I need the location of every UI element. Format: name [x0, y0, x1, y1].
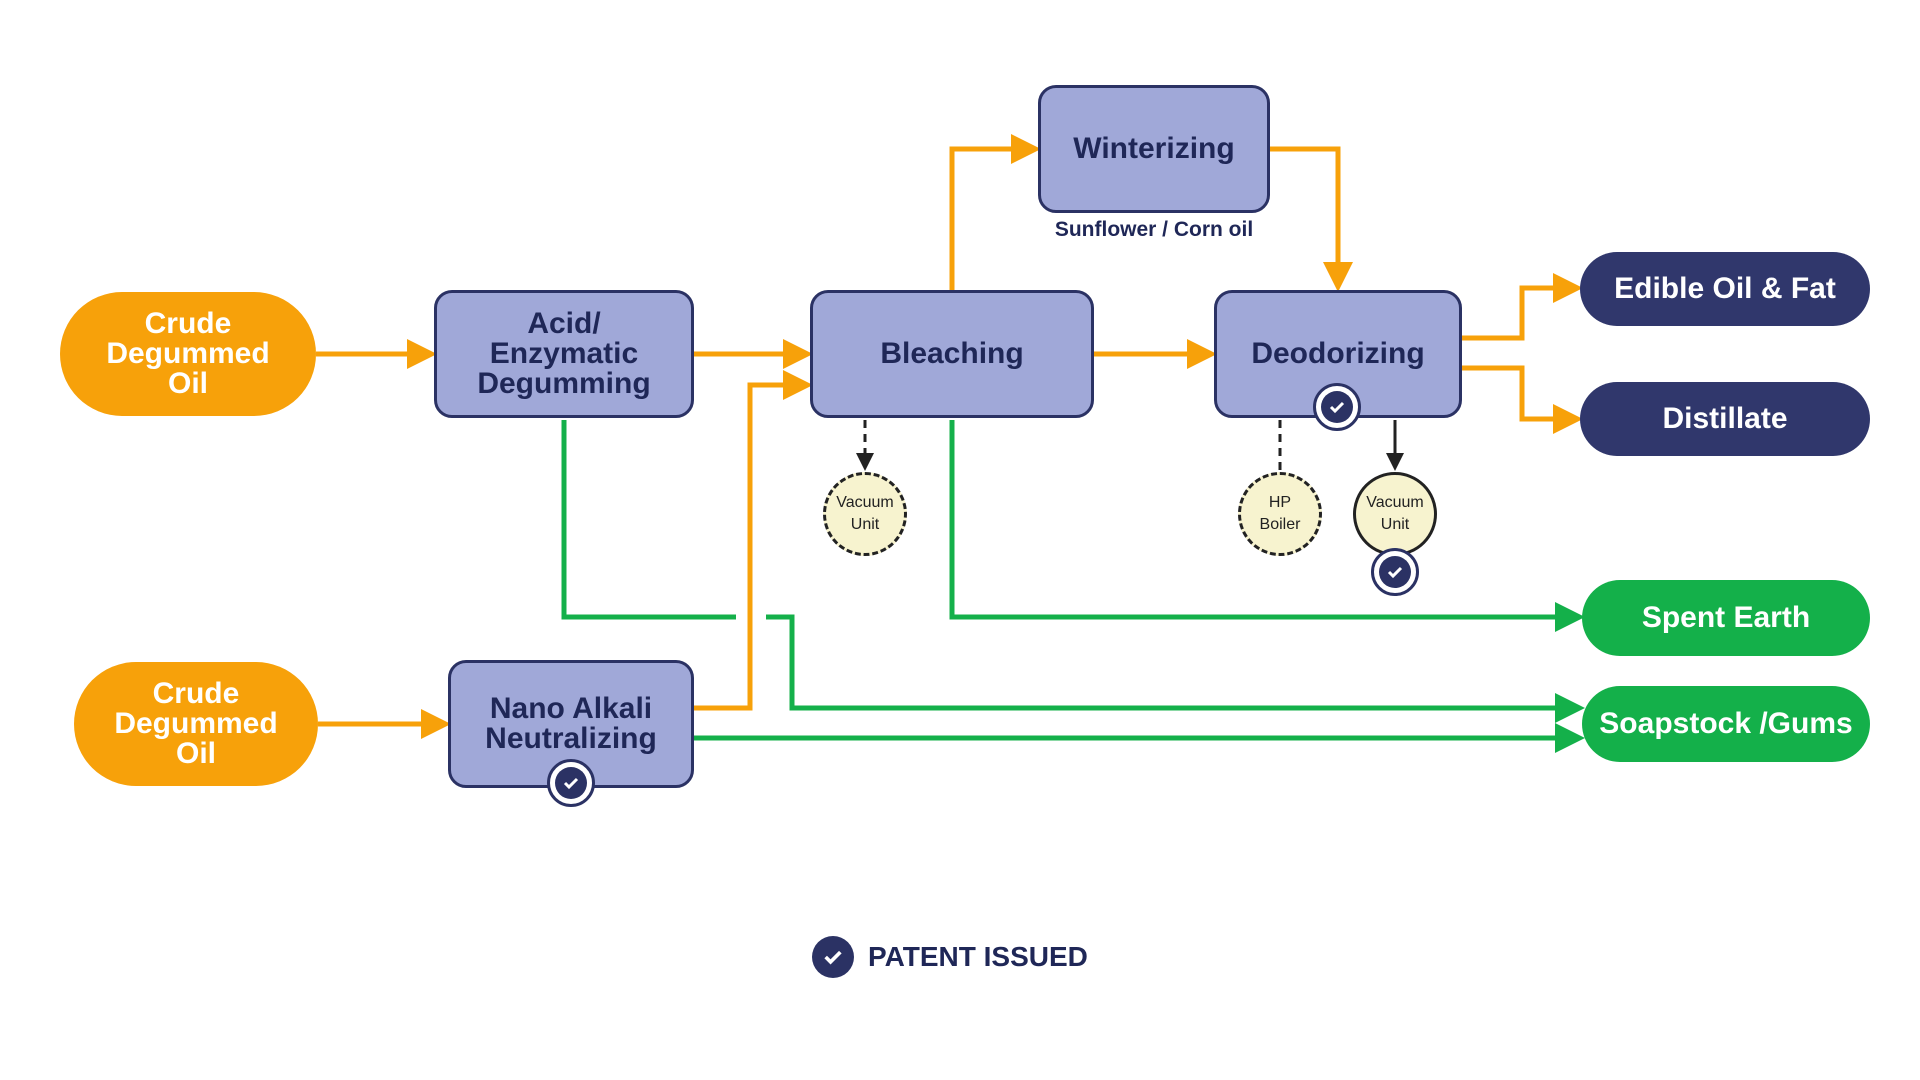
input-crude-oil-top-label: Crude Degummed Oil — [106, 307, 270, 400]
process-bleaching: Bleaching — [810, 290, 1094, 418]
legend: PATENT ISSUED — [812, 936, 1088, 978]
check-icon — [563, 777, 579, 790]
patent-badge-vacuum — [1371, 548, 1419, 596]
process-acid-degumming-label: Acid/ Enzymatic Degumming — [477, 307, 651, 400]
output-edible-oil-label: Edible Oil & Fat — [1614, 272, 1836, 305]
winterizing-note: Sunflower / Corn oil — [1054, 218, 1254, 241]
process-nano-alkali: Nano Alkali Neutralizing — [448, 660, 694, 788]
arrow-deodorizing-to-distillate — [1462, 365, 1583, 434]
input-crude-oil-bottom-label: Crude Degummed Oil — [114, 677, 278, 770]
process-deodorizing-label: Deodorizing — [1251, 337, 1425, 370]
process-winterizing-label: Winterizing — [1073, 132, 1235, 165]
process-nano-alkali-label: Nano Alkali Neutralizing — [485, 692, 657, 755]
arrow-bleaching-to-winterizing — [949, 134, 1041, 290]
output-soapstock-label: Soapstock /Gums — [1599, 707, 1853, 740]
patent-badge-nano-alkali — [547, 759, 595, 807]
process-bleaching-label: Bleaching — [880, 337, 1024, 370]
arrow-bleaching-to-spent-earth — [949, 420, 1585, 632]
unit-hp-boiler: HP Boiler — [1238, 472, 1322, 556]
process-winterizing: Winterizing — [1038, 85, 1270, 213]
output-distillate-label: Distillate — [1662, 402, 1788, 435]
unit-bleaching-vacuum: Vacuum Unit — [823, 472, 907, 556]
arrow-deodorizing-to-edible — [1462, 273, 1583, 341]
input-crude-oil-top: Crude Degummed Oil — [60, 292, 316, 416]
output-edible-oil: Edible Oil & Fat — [1580, 252, 1870, 326]
unit-bleaching-vacuum-label: Vacuum Unit — [836, 494, 894, 533]
arrow-nano-to-bleaching — [694, 370, 813, 711]
check-icon — [1329, 401, 1345, 414]
output-spent-earth-label: Spent Earth — [1641, 601, 1811, 634]
legend-label: PATENT ISSUED — [868, 941, 1088, 972]
output-spent-earth: Spent Earth — [1582, 580, 1870, 656]
arrow-acid-to-soapstock — [561, 420, 1580, 708]
input-crude-oil-bottom: Crude Degummed Oil — [74, 662, 318, 786]
unit-deodorizing-vacuum-label: Vacuum Unit — [1366, 494, 1424, 533]
output-soapstock: Soapstock /Gums — [1582, 686, 1870, 762]
unit-deodorizing-vacuum: Vacuum Unit — [1353, 472, 1437, 556]
arrow-winterizing-to-deodorizing — [1270, 146, 1353, 292]
unit-hp-boiler-label: HP Boiler — [1259, 494, 1301, 533]
patent-check-icon — [812, 936, 854, 978]
check-icon — [1387, 566, 1403, 579]
patent-badge-deodorizing — [1313, 383, 1361, 431]
output-distillate: Distillate — [1580, 382, 1870, 456]
process-acid-degumming: Acid/ Enzymatic Degumming — [434, 290, 694, 418]
